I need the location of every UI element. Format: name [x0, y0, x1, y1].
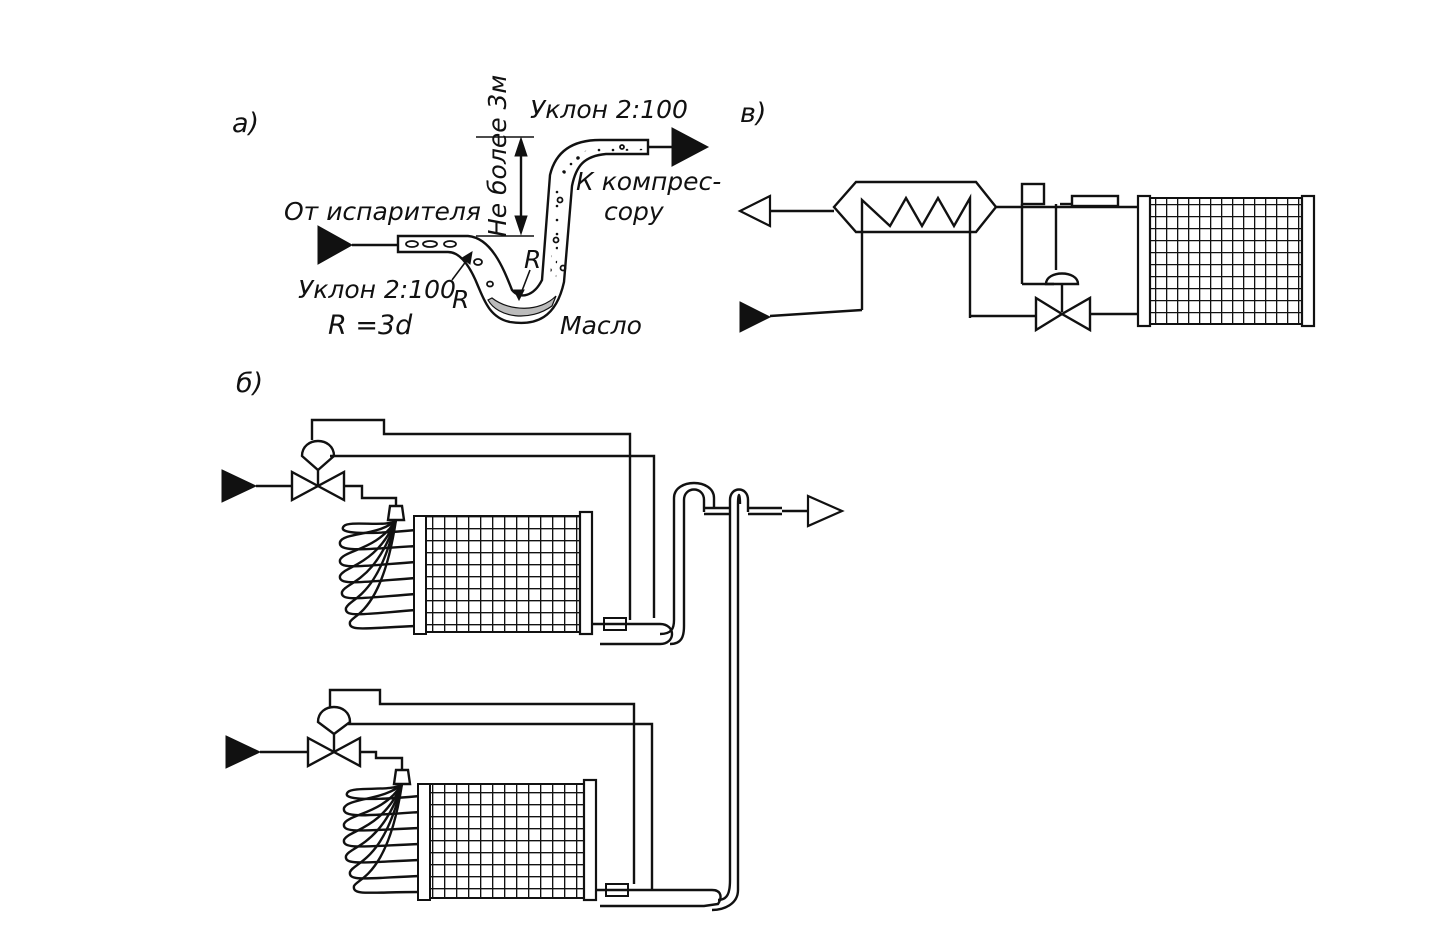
lower-riser-loop-inner [711, 493, 742, 912]
suction-header [704, 506, 782, 516]
panel-b: б) [221, 368, 845, 912]
lower-evaporator-header [582, 778, 598, 902]
lower-evaporator-fins [429, 783, 585, 899]
upper-suction-outlet [592, 622, 674, 646]
heat-exchanger [832, 180, 998, 234]
upper-bulb-capillary [310, 418, 632, 620]
panel-v-marker: в) [740, 98, 766, 129]
label-slope-bottom: Уклон 2:100 [298, 275, 456, 304]
panel-a-marker: а) [232, 108, 259, 139]
upper-return-bends [413, 515, 427, 635]
label-slope-top: Уклон 2:100 [530, 95, 688, 124]
heat-exchanger-coil [860, 193, 972, 318]
lower-evaporator-assembly [225, 688, 722, 908]
label-radius-2: R [452, 285, 469, 314]
lower-distributor-tubes [342, 782, 421, 894]
outlet-arrow [671, 127, 710, 167]
liquid-inlet-line [769, 308, 863, 318]
upper-distributor-tubes [338, 519, 417, 630]
panel-v: в) [737, 98, 1316, 333]
valve-diaphragm [1044, 272, 1080, 286]
upper-valve-diaphragm [300, 439, 336, 472]
label-height-limit: Не более 3м [483, 75, 512, 237]
lower-valve-outlet [360, 750, 404, 770]
lower-return-bends [417, 783, 431, 901]
bulb-housing [1020, 182, 1046, 206]
upper-riser-loop-inner [659, 481, 716, 636]
suction-outlet-arrow [737, 194, 772, 228]
evaporator-header-right [1300, 194, 1316, 328]
suction-main-arrow [806, 494, 845, 528]
sensing-bulb [1070, 194, 1120, 208]
label-radius-1: R [524, 245, 541, 274]
label-oil: Масло [560, 311, 642, 340]
dim-arrow-up [514, 136, 528, 157]
oil-pool [487, 295, 557, 317]
lower-liquid-inlet-arrow [225, 735, 262, 769]
oil-trap-pipe [396, 138, 650, 325]
liquid-inlet-arrow [739, 301, 772, 333]
lower-valve-diaphragm [316, 705, 352, 736]
label-radius-rule: R =3d [328, 310, 413, 341]
upper-liquid-inlet-arrow [221, 469, 258, 503]
upper-equalizer-line [330, 454, 656, 618]
upper-distributor [386, 504, 406, 522]
inlet-arrow [317, 225, 354, 265]
lower-bulb-capillary [328, 688, 636, 884]
upper-valve-outlet [344, 484, 398, 506]
panel-b-marker: б) [236, 368, 263, 399]
dim-arrow-down [514, 215, 528, 236]
lower-riser-loop [717, 488, 750, 902]
upper-evaporator-assembly [221, 418, 674, 646]
evaporator-fins [1149, 197, 1303, 325]
upper-evaporator-header [578, 510, 594, 636]
label-to-compressor-1: К компрес- [576, 167, 721, 196]
upper-riser-loop [669, 488, 706, 646]
radius-arrowhead-1 [461, 251, 473, 265]
panel-a: а) [232, 75, 721, 341]
radius-arrowhead-2 [513, 289, 525, 302]
lower-suction-outlet [596, 888, 722, 908]
common-suction-riser [659, 481, 845, 912]
upper-evaporator-fins [425, 515, 581, 633]
oil-bubbles [405, 144, 625, 288]
label-from-evaporator: От испарителя [284, 197, 481, 226]
evaporator-header-left [1136, 194, 1152, 328]
lower-equalizer-line [348, 722, 654, 890]
lower-distributor [392, 768, 412, 786]
label-to-compressor-2: сору [604, 197, 665, 226]
